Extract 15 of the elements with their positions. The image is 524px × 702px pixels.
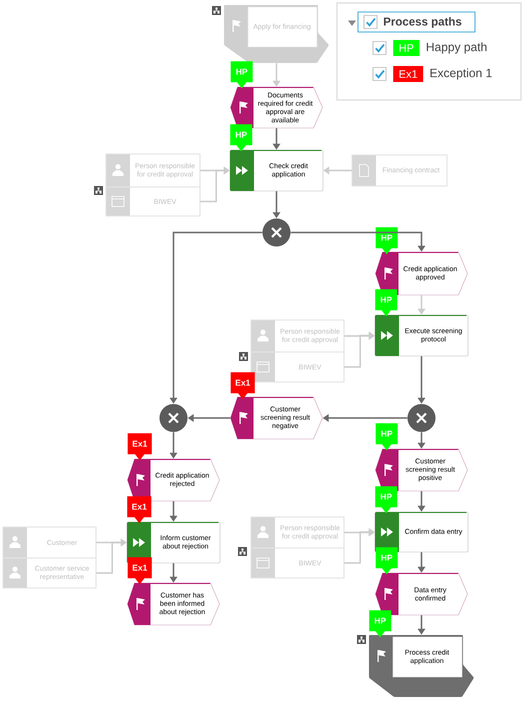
legend-heading: Process paths (358, 12, 476, 32)
legend-label: Exception 1 (430, 68, 492, 80)
legend-label: Happy path (426, 42, 486, 54)
path-tag: Ex1 (127, 496, 152, 524)
path-tag: HP (375, 486, 398, 514)
path-tag: HP (230, 61, 253, 88)
path-tag: Ex1 (128, 433, 152, 460)
path-tag: HP (375, 289, 398, 316)
path-tag: Ex1 (230, 372, 255, 400)
path-tag: HP (376, 547, 398, 574)
path-tag: HP (230, 124, 252, 152)
path-tag: HP (369, 610, 392, 638)
path-tag: HP (376, 423, 398, 450)
path-tag: HP (376, 227, 398, 254)
path-tag: Ex1 (128, 557, 152, 584)
